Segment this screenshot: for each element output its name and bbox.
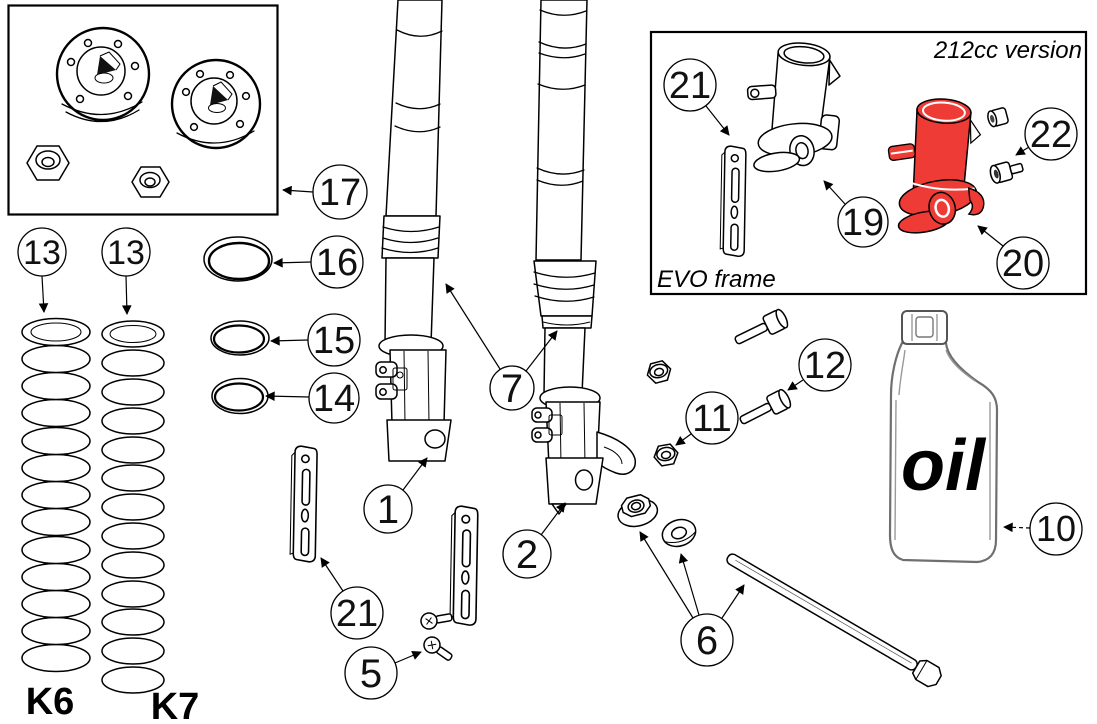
mount-bracket-right [449, 505, 479, 627]
callout-16: 16 [273, 235, 364, 289]
socket-bolt-upper [734, 308, 789, 345]
svg-text:13: 13 [107, 234, 145, 272]
fastener-group [617, 308, 942, 688]
callout-13-left: 13 [17, 227, 67, 313]
cap-valve-cone [210, 86, 228, 105]
banjo-bolt-small [987, 107, 1009, 128]
callout-20: 20 [977, 225, 1050, 290]
callout-21-box: 21 [663, 58, 730, 136]
svg-text:17: 17 [319, 172, 361, 214]
fork-caps-box [7, 4, 279, 216]
fork-cap-left [55, 26, 151, 123]
svg-text:14: 14 [313, 378, 355, 420]
front-axle [726, 553, 942, 688]
callout-13-right: 13 [101, 227, 151, 315]
screw-5a [420, 612, 453, 630]
master-cylinder-box-border [649, 30, 1088, 296]
label-212cc-version: 212cc version [933, 37, 1082, 64]
bottle-cap [901, 310, 948, 345]
ring-16 [203, 236, 273, 282]
callout-22: 22 [1015, 107, 1078, 161]
callout-10: 10 [1003, 502, 1083, 556]
callout-21-bottom: 21 [320, 557, 384, 640]
svg-text:21: 21 [336, 593, 378, 635]
fork-leg-right [531, 0, 636, 515]
axle-flange-nut [617, 493, 659, 528]
oil-label: oil [901, 426, 987, 506]
axle-foot [545, 457, 604, 505]
master-cylinder-red-highlight [887, 98, 985, 234]
callout-14: 14 [265, 372, 360, 424]
callout-11: 11 [675, 391, 739, 446]
mount-bracket-left [289, 445, 318, 563]
svg-text:13: 13 [23, 234, 61, 272]
axle-hex-head [911, 659, 942, 688]
svg-text:22: 22 [1030, 114, 1072, 156]
svg-text:19: 19 [842, 202, 884, 244]
fork-leg-left [375, 0, 452, 462]
svg-text:21: 21 [669, 65, 711, 107]
socket-bolt-12 [739, 388, 792, 425]
callout-1: 1 [363, 457, 428, 534]
svg-text:1: 1 [377, 488, 399, 532]
callout-6: 6 [639, 531, 745, 667]
ring-15 [210, 320, 270, 356]
mount-bolt-22 [989, 161, 1024, 184]
hex-nut-upper [646, 360, 672, 384]
callout-19: 19 [823, 180, 889, 248]
spring-k7 [101, 320, 165, 694]
mount-bracket-box [719, 145, 747, 258]
callout-5: 5 [344, 646, 422, 700]
fork-caps-box-border [7, 4, 279, 216]
svg-text:7: 7 [501, 367, 523, 411]
axle-washer [661, 518, 697, 548]
svg-text:2: 2 [516, 533, 538, 577]
svg-text:12: 12 [804, 345, 846, 387]
master-cylinder-box: 212cc version EVO frame [649, 30, 1088, 296]
callout-2: 2 [502, 502, 566, 579]
svg-text:5: 5 [360, 652, 382, 696]
fork-cap-right [170, 58, 262, 150]
callouts: 17 16 15 14 13 13 [17, 58, 1083, 700]
callout-7: 7 [445, 283, 558, 411]
spring-label-k7: K7 [151, 686, 200, 724]
spring-k6 [21, 317, 91, 673]
cap-nut-left [26, 145, 70, 181]
cap-valve-cone [97, 56, 116, 75]
callout-17: 17 [282, 164, 368, 220]
svg-text:20: 20 [1002, 243, 1044, 285]
oil-bottle: oil [888, 310, 999, 564]
svg-text:11: 11 [692, 398, 731, 440]
label-evo-frame: EVO frame [657, 266, 776, 293]
svg-text:6: 6 [696, 619, 718, 663]
hex-nut-11 [653, 443, 679, 467]
bracket-screws [420, 612, 453, 661]
svg-text:15: 15 [313, 320, 355, 362]
svg-text:16: 16 [316, 242, 358, 284]
svg-text:10: 10 [1036, 508, 1076, 549]
master-cylinder-white [746, 42, 841, 173]
screw-5b [423, 636, 453, 661]
callout-15: 15 [270, 313, 361, 367]
ring-14 [211, 377, 269, 415]
callout-12: 12 [787, 338, 852, 392]
cap-nut-right [131, 166, 170, 198]
spring-label-k6: K6 [26, 681, 75, 723]
